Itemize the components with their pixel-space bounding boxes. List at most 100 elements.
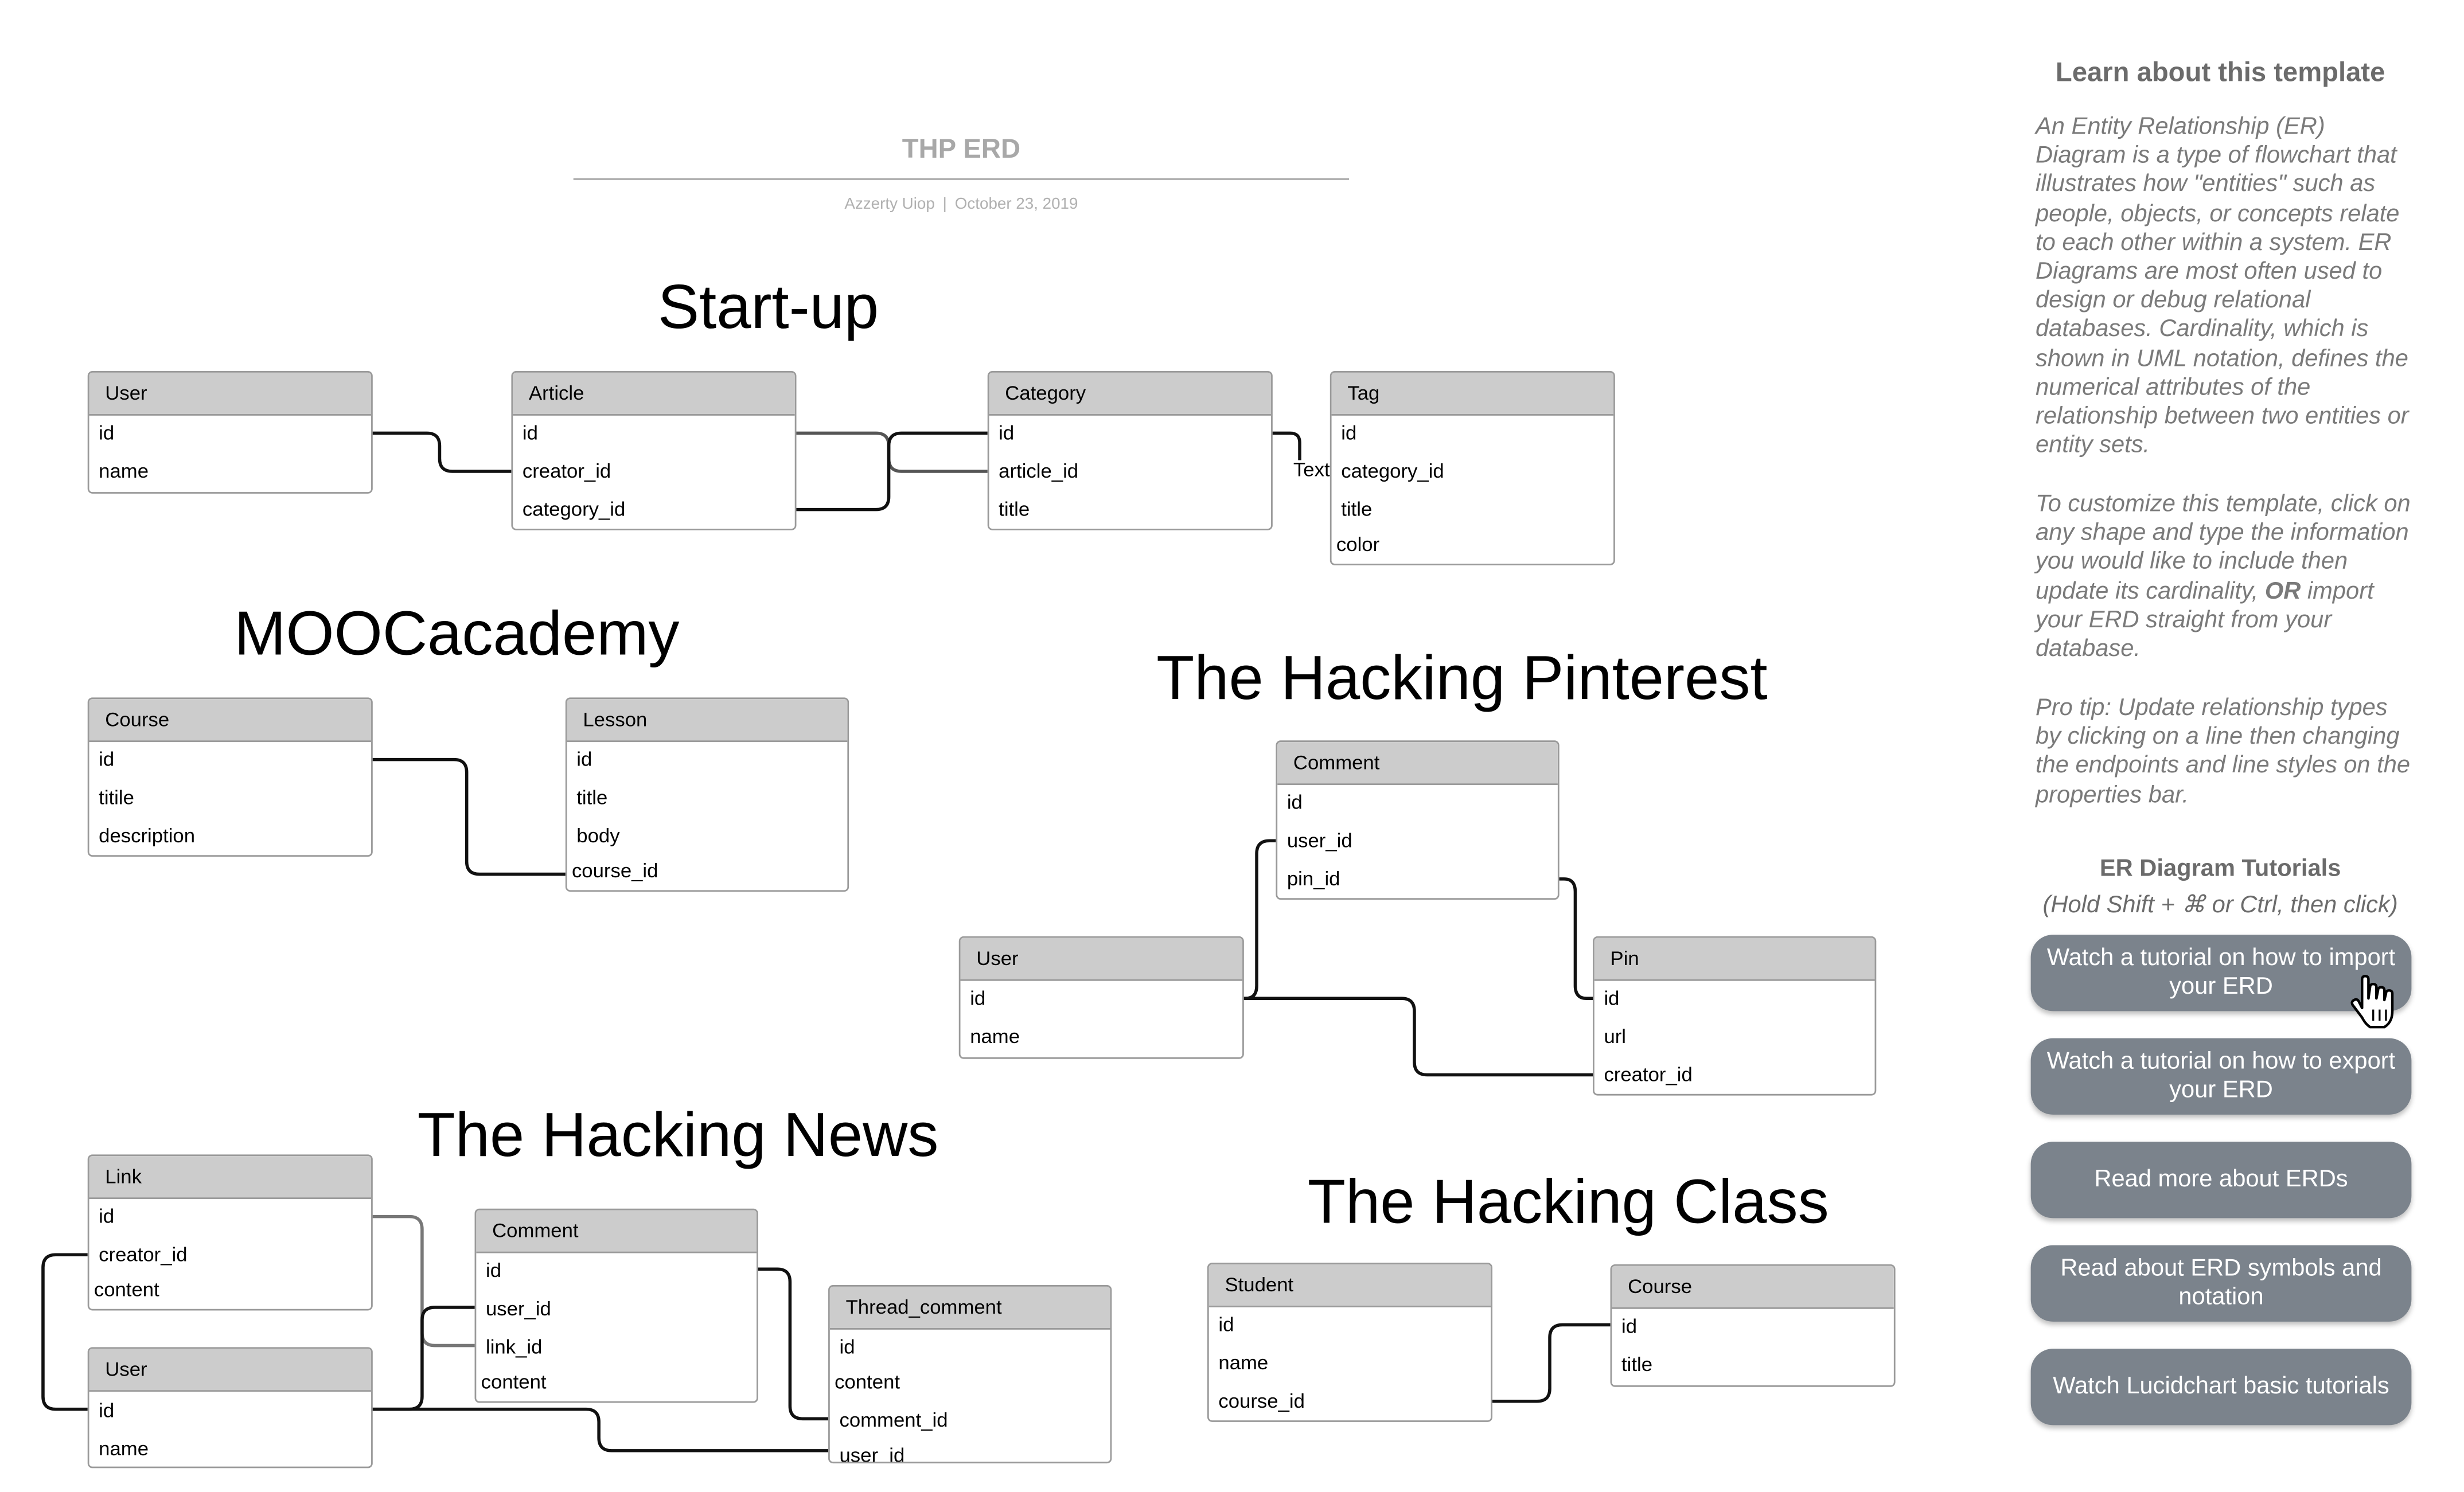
customize-text-start: To customize this template, click on any… [2036, 490, 2411, 605]
entity-pin-user[interactable]: User id name [958, 936, 1244, 1059]
export-tutorial-button[interactable]: Watch a tutorial on how to export your E… [2030, 1038, 2412, 1115]
connector-user-article [369, 431, 512, 473]
entity-field: article_id [999, 460, 1079, 483]
entity-news-link[interactable]: Link id creator_id content [87, 1154, 373, 1311]
entity-field: id [99, 748, 115, 771]
entity-header: Pin [1594, 938, 1875, 981]
entity-header: Link [89, 1156, 372, 1200]
entity-startup-tag[interactable]: Tag id category_id title color [1330, 371, 1615, 565]
entity-field: url [1604, 1025, 1627, 1048]
entity-header: User [960, 938, 1243, 981]
entity-field: content [835, 1370, 900, 1393]
connector-course-lesson [369, 757, 566, 876]
entity-news-thread-comment[interactable]: Thread_comment id content comment_id use… [828, 1285, 1112, 1464]
entity-field: body [576, 825, 620, 847]
entity-header: Article [513, 372, 795, 416]
document-date: October 23, 2019 [954, 196, 1078, 214]
entity-startup-category[interactable]: Category id article_id title [987, 371, 1273, 530]
connector-user-thread [369, 1407, 829, 1452]
connector-label: Text [1293, 458, 1330, 481]
entity-field: id [99, 1205, 115, 1228]
connector-comment-thread [755, 1267, 829, 1421]
entity-header: Course [1612, 1266, 1894, 1309]
connector-user-link [41, 1253, 88, 1411]
connector-link-comment [369, 1214, 475, 1348]
entity-pin-comment[interactable]: Comment id user_id pin_id [1276, 740, 1560, 900]
entity-header: Comment [1277, 742, 1558, 786]
entity-field: name [99, 460, 149, 483]
customize-text-or: OR [2264, 577, 2301, 605]
entity-startup-article[interactable]: Article id creator_id category_id [511, 371, 797, 530]
entity-field: title [1621, 1353, 1653, 1376]
read-erds-button[interactable]: Read more about ERDs [2030, 1142, 2412, 1218]
connector-user-pin [1241, 997, 1593, 1077]
title-divider [573, 178, 1350, 180]
connector-category-tag [1269, 431, 1301, 460]
entity-mooc-lesson[interactable]: Lesson id title body course_id [565, 697, 849, 892]
document-title: THP ERD [902, 134, 1021, 165]
entity-class-course[interactable]: Course id title [1610, 1264, 1896, 1387]
entity-field: creator_id [99, 1243, 188, 1266]
entity-field: id [99, 421, 115, 444]
entity-field: id [1604, 987, 1620, 1010]
entity-field: content [481, 1370, 547, 1393]
entity-field: course_id [1218, 1390, 1305, 1413]
entity-field: name [970, 1025, 1020, 1048]
entity-field: titile [99, 786, 134, 809]
entity-field: link_id [485, 1335, 543, 1358]
import-tutorial-button[interactable]: Watch a tutorial on how to import your E… [2030, 935, 2412, 1011]
entity-news-user[interactable]: User id name [87, 1347, 373, 1468]
entity-field: id [1621, 1315, 1638, 1338]
entity-field: id [839, 1335, 855, 1358]
entity-field: id [970, 987, 986, 1010]
entity-startup-user[interactable]: User id name [87, 371, 373, 494]
lucidchart-tutorials-button[interactable]: Watch Lucidchart basic tutorials [2030, 1349, 2412, 1425]
entity-pin-pin[interactable]: Pin id url creator_id [1593, 936, 1877, 1096]
entity-field: title [999, 498, 1030, 521]
entity-header: Tag [1331, 372, 1614, 416]
entity-field: id [1218, 1314, 1234, 1336]
tutorials-title: ER Diagram Tutorials [2099, 855, 2341, 882]
erd-symbols-button[interactable]: Read about ERD symbols and notation [2030, 1245, 2412, 1322]
section-title-news[interactable]: The Hacking News [417, 1102, 939, 1171]
entity-class-student[interactable]: Student id name course_id [1207, 1263, 1493, 1422]
document-meta: Azzerty Uiop | October 23, 2019 [574, 196, 1349, 214]
document-author: Azzerty Uiop [844, 196, 935, 214]
entity-field: creator_id [522, 460, 611, 483]
panel-customize-text: To customize this template, click on any… [2036, 490, 2415, 664]
entity-field: user_id [1286, 829, 1352, 852]
entity-field: color [1336, 533, 1380, 556]
entity-header: Category [989, 372, 1272, 416]
entity-mooc-course[interactable]: Course id titile description [87, 697, 373, 857]
entity-field: title [1341, 498, 1373, 521]
entity-header: User [89, 1349, 372, 1392]
entity-field: pin_id [1286, 868, 1340, 890]
entity-field: id [522, 421, 538, 444]
entity-field: name [99, 1438, 149, 1460]
entity-field: content [93, 1278, 159, 1301]
section-title-pinterest[interactable]: The Hacking Pinterest [1156, 645, 1768, 714]
section-title-startup[interactable]: Start-up [657, 274, 879, 343]
panel-pro-tip: Pro tip: Update relationship types by cl… [2036, 694, 2411, 809]
section-title-moocacademy[interactable]: MOOCacademy [234, 600, 680, 669]
entity-field: comment_id [839, 1409, 948, 1432]
connector-user-comment-news [369, 1306, 475, 1411]
entity-header: Student [1208, 1264, 1491, 1307]
entity-header: Course [89, 699, 372, 743]
meta-separator: | [942, 196, 947, 214]
customize-text-end: import your ERD straight from your datab… [2036, 577, 2374, 663]
connector-article-category-2 [793, 431, 988, 511]
entity-field: title [576, 786, 608, 809]
section-title-class[interactable]: The Hacking Class [1307, 1169, 1829, 1237]
entity-field: category_id [522, 498, 626, 521]
entity-news-comment[interactable]: Comment id user_id link_id content [474, 1208, 758, 1403]
connector-comment-pin [1556, 877, 1593, 1000]
entity-field: category_id [1341, 460, 1444, 483]
entity-field: id [576, 748, 592, 771]
entity-field: id [99, 1399, 115, 1422]
entity-header: User [89, 372, 372, 416]
panel-description: An Entity Relationship (ER) Diagram is a… [2036, 113, 2409, 459]
entity-field: creator_id [1604, 1064, 1693, 1086]
